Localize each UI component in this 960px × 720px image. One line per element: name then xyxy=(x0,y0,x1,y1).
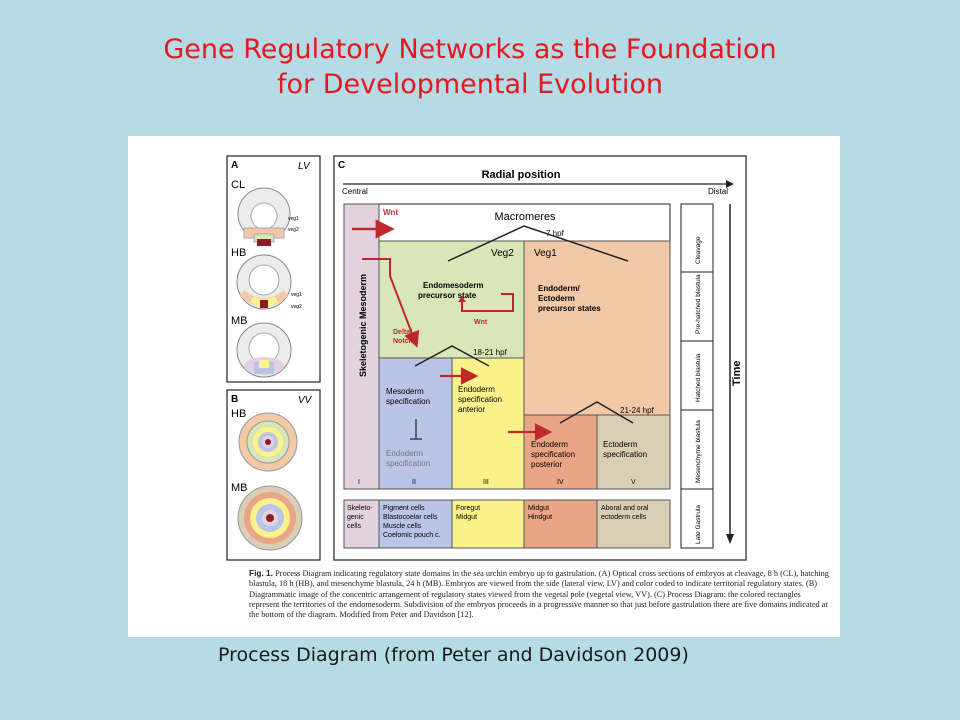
meso-line-2: specification xyxy=(386,397,430,406)
mb-label-b: MB xyxy=(231,482,248,494)
panel-c: C Radial position Central Distal Skeleto… xyxy=(333,155,747,561)
fore-line-2: Midgut xyxy=(456,514,477,521)
hpf7-label: 7 hpf xyxy=(546,229,565,238)
panel-b-view: VV xyxy=(298,395,313,406)
stage-late-gastrula: Late Gastrula xyxy=(695,505,702,544)
endo-ecto-line-1: Endoderm/ xyxy=(538,284,581,293)
stage-mesenchyme: Mesenchyme blastula xyxy=(695,420,702,483)
hb-embryo xyxy=(236,254,292,310)
skeletogenic-column xyxy=(343,203,380,490)
delta-notch-arrow xyxy=(362,258,420,348)
panel-c-letter: C xyxy=(338,160,345,171)
skeletogenic-label: Skeletogenic Mesoderm xyxy=(358,274,368,377)
veg1-split xyxy=(559,401,634,424)
hpf18-label: 18-21 hpf xyxy=(473,348,508,357)
endomesoderm-region xyxy=(378,240,525,359)
veg2-split xyxy=(414,345,490,367)
skel-cells-line-1: Skeleto- xyxy=(347,505,373,512)
macromeres-split xyxy=(447,225,629,262)
panel-b-letter: B xyxy=(231,394,238,405)
endomeso-line-2: precursor state xyxy=(418,291,477,300)
slide-title-line-1: Gene Regulatory Networks as the Foundati… xyxy=(163,34,777,65)
process-diagram-figure: A LV CL veg1 veg2 HB veg1 xyxy=(128,136,840,637)
meso-line-1: Mesoderm xyxy=(386,387,424,396)
veg1-label-cl: veg1 xyxy=(288,216,299,222)
panel-a-letter: A xyxy=(231,160,238,171)
stage-cleavage: Cleavage xyxy=(695,236,702,264)
endo-ant-line-2: specification xyxy=(458,395,502,404)
slide-title: Gene Regulatory Networks as the Foundati… xyxy=(0,32,940,102)
veg1-label: Veg1 xyxy=(534,248,557,259)
endo-post-line-1: Endoderm xyxy=(531,440,568,449)
endo-post-line-2: specification xyxy=(531,450,575,459)
slide-caption: Process Diagram (from Peter and Davidson… xyxy=(218,644,689,666)
mid-line-2: Hindgut xyxy=(528,514,552,521)
abo-line-2: ectoderm cells xyxy=(601,514,647,521)
skel-cells-line-2: genic xyxy=(347,514,364,521)
figure-svg: A LV CL veg1 veg2 HB veg1 xyxy=(226,155,747,561)
roman-5: V xyxy=(631,479,636,486)
endo-ecto-line-2: Ectoderm xyxy=(538,294,575,303)
veg2-label-cl: veg2 xyxy=(288,227,299,233)
endo-post-line-3: posterior xyxy=(531,460,562,469)
figure-caption-label: Fig. 1. xyxy=(249,568,273,578)
figure-caption-text: Process Diagram indicating regulatory st… xyxy=(249,569,829,620)
endomeso-line-1: Endomesoderm xyxy=(423,281,483,290)
abo-line-1: Aboral and oral xyxy=(601,505,649,512)
endo-ecto-region xyxy=(523,240,671,416)
mid-line-1: Midgut xyxy=(528,505,549,512)
cl-embryo xyxy=(237,187,291,246)
central-label: Central xyxy=(342,187,368,196)
pig-line-1: Pigment cells xyxy=(383,505,425,512)
stage-pre-hatched: Pre-hatched blastula xyxy=(695,274,702,334)
pig-line-2: Blastocoelar cells xyxy=(383,514,438,521)
ecto-line-2: specification xyxy=(603,450,647,459)
radial-position-label: Radial position xyxy=(482,169,561,181)
mb-label-a: MB xyxy=(231,315,248,327)
wnt-inner-label: Wnt xyxy=(474,319,488,326)
macromeres-label: Macromeres xyxy=(494,211,556,223)
hb-label-a: HB xyxy=(231,247,246,259)
delta-line-1: Delta/ xyxy=(393,329,412,336)
hb-vegetal-rings xyxy=(238,412,298,472)
fore-line-1: Foregut xyxy=(456,505,480,512)
veg2-label: Veg2 xyxy=(491,248,514,259)
pig-line-3: Muscle cells xyxy=(383,523,422,530)
panel-a: A LV CL veg1 veg2 HB veg1 xyxy=(226,155,321,383)
endo-ecto-line-3: precursor states xyxy=(538,304,601,313)
skel-cells-line-3: cells xyxy=(347,523,362,530)
roman-4: IV xyxy=(557,479,564,486)
veg1-label-hb: veg1 xyxy=(291,292,302,298)
roman-1: I xyxy=(358,479,360,486)
anterior-region xyxy=(451,357,525,490)
delta-line-2: Notch xyxy=(393,338,413,345)
endo-ant-line-3: anterior xyxy=(458,405,485,414)
hb-label-b: HB xyxy=(231,408,246,420)
ecto-line-1: Ectoderm xyxy=(603,440,638,449)
mb-vegetal-rings xyxy=(237,485,303,551)
roman-3: III xyxy=(483,479,489,486)
ectoderm-region xyxy=(596,414,671,490)
hpf21-label: 21-24 hpf xyxy=(620,406,655,415)
time-label: Time xyxy=(731,361,743,386)
endo-grey-line-2: specification xyxy=(386,459,430,468)
panel-a-view: LV xyxy=(298,161,311,172)
stage-hatched: Hatched blastula xyxy=(695,353,702,402)
pig-line-4: Coelomic pouch c. xyxy=(383,532,441,539)
wnt-top-label: Wnt xyxy=(383,208,398,217)
figure-caption: Fig. 1. Process Diagram indicating regul… xyxy=(249,568,829,620)
endo-ant-line-1: Endoderm xyxy=(458,385,495,394)
roman-2: II xyxy=(412,479,416,486)
slide-title-line-2: for Developmental Evolution xyxy=(277,69,663,100)
cl-label: CL xyxy=(231,179,245,191)
distal-label: Distal xyxy=(708,187,728,196)
endo-grey-line-1: Endoderm xyxy=(386,449,423,458)
mb-embryo xyxy=(236,322,292,378)
veg2-label-hb: veg2 xyxy=(291,304,302,310)
panel-b: B VV HB MB xyxy=(226,389,321,561)
wnt-inner-loop xyxy=(461,293,514,312)
